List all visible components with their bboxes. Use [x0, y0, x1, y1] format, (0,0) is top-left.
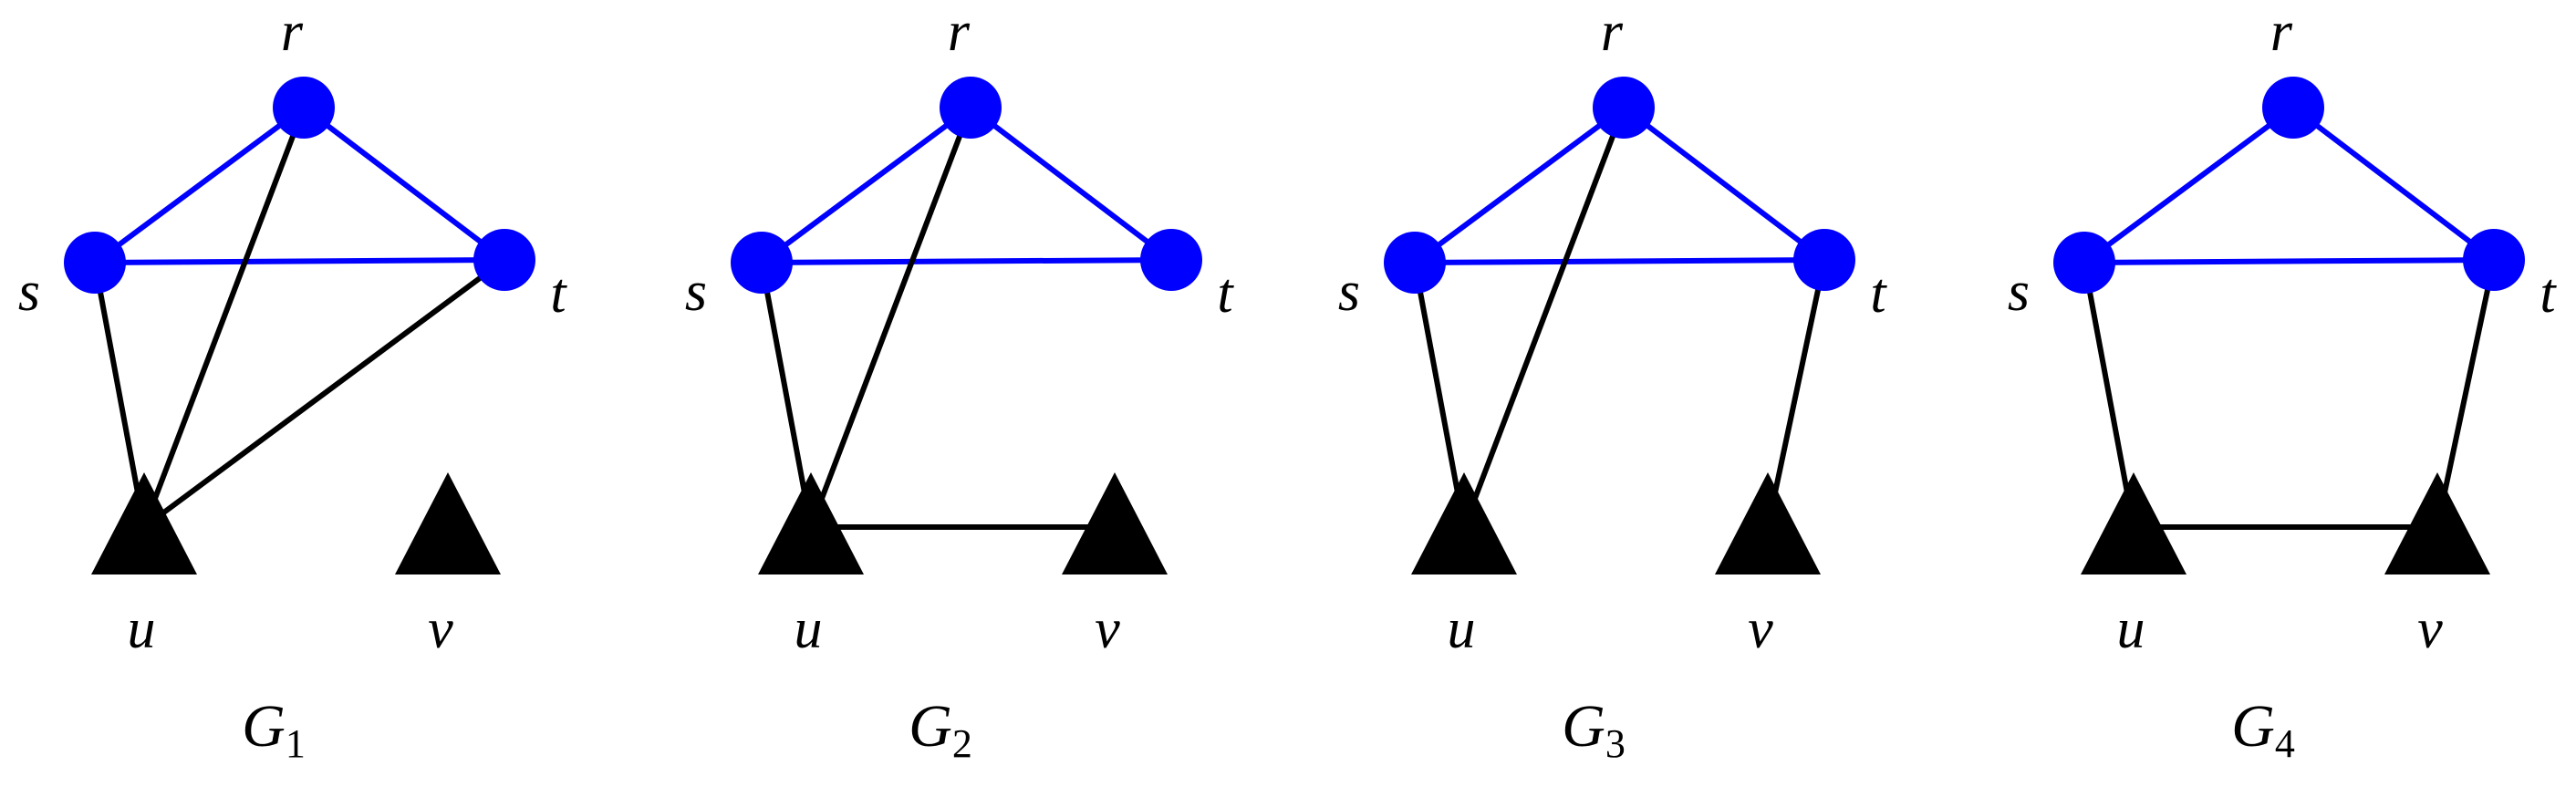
node-label-t: t	[550, 263, 567, 325]
node-label-r: r	[281, 1, 304, 63]
node-u-triangle	[1411, 472, 1517, 574]
edge-r-t	[302, 105, 506, 263]
node-label-s: s	[2008, 261, 2030, 323]
edge-r-s	[1413, 105, 1626, 265]
node-label-s: s	[18, 261, 40, 323]
node-label-u: u	[2117, 598, 2145, 660]
node-label-s: s	[685, 261, 707, 323]
edge-s-u	[1412, 262, 1467, 528]
node-label-r: r	[2270, 1, 2293, 63]
edge-s-t	[2083, 257, 2495, 265]
node-label-v: v	[428, 598, 453, 660]
caption-letter: G	[909, 693, 952, 760]
node-t-circle	[473, 229, 535, 291]
caption-subscript: 2	[952, 721, 972, 766]
node-s-circle	[2053, 232, 2115, 294]
graph-caption: G4	[2231, 693, 2295, 766]
node-s-circle	[1384, 232, 1446, 294]
node-u-triangle	[91, 472, 197, 574]
node-label-v: v	[1748, 598, 1773, 660]
edge-r-u	[1461, 106, 1626, 529]
edge-r-t	[969, 105, 1173, 263]
node-r-circle	[940, 77, 1002, 139]
node-v-triangle	[1715, 472, 1821, 574]
node-v-triangle	[395, 472, 501, 574]
caption-subscript: 4	[2275, 721, 2295, 766]
edge-s-t	[761, 257, 1172, 265]
node-label-u: u	[795, 598, 823, 660]
graph-panel-3: r s t u vG3	[1338, 1, 1887, 766]
edge-r-u	[808, 106, 973, 529]
node-s-circle	[731, 232, 793, 294]
node-t-circle	[2463, 229, 2525, 291]
graph-caption: G1	[242, 693, 306, 766]
edge-s-t	[94, 257, 505, 265]
node-v-triangle	[1062, 472, 1168, 574]
node-label-t: t	[2540, 263, 2557, 325]
node-t-circle	[1140, 229, 1202, 291]
node-r-circle	[273, 77, 335, 139]
node-label-v: v	[1095, 598, 1120, 660]
edge-r-s	[2083, 105, 2295, 265]
node-label-v: v	[2417, 598, 2443, 660]
caption-subscript: 3	[1605, 721, 1626, 766]
node-u-triangle	[2081, 472, 2186, 574]
edge-s-t	[1414, 257, 1825, 265]
graph-panel-4: r s t u vG4	[2008, 1, 2557, 766]
node-label-u: u	[1448, 598, 1476, 660]
edge-r-u	[141, 106, 306, 529]
caption-letter: G	[242, 693, 286, 760]
graph-panel-2: r s t u vG2	[685, 1, 1234, 766]
node-label-t: t	[1870, 263, 1887, 325]
node-s-circle	[64, 232, 126, 294]
node-t-circle	[1793, 229, 1855, 291]
graph-panel-1: r s t u vG1	[18, 1, 567, 766]
edge-s-u	[759, 262, 814, 528]
node-label-r: r	[948, 1, 971, 63]
node-label-s: s	[1338, 261, 1360, 323]
caption-subscript: 1	[286, 721, 306, 766]
node-r-circle	[1593, 77, 1655, 139]
edge-s-u	[2082, 262, 2136, 528]
node-v-triangle	[2384, 472, 2490, 574]
edge-r-s	[760, 105, 972, 265]
node-label-u: u	[128, 598, 156, 660]
node-label-r: r	[1601, 1, 1624, 63]
edge-r-s	[93, 105, 306, 265]
graph-caption: G2	[909, 693, 972, 766]
edge-t-v	[1765, 259, 1827, 528]
edge-r-t	[1622, 105, 1826, 263]
caption-letter: G	[1562, 693, 1605, 760]
edge-t-u	[142, 257, 506, 530]
caption-letter: G	[2231, 693, 2275, 760]
node-r-circle	[2262, 77, 2324, 139]
edge-r-t	[2291, 105, 2496, 263]
graph-caption: G3	[1562, 693, 1626, 766]
edge-t-v	[2435, 259, 2497, 528]
edge-s-u	[92, 262, 147, 528]
node-u-triangle	[758, 472, 864, 574]
node-label-t: t	[1217, 263, 1234, 325]
